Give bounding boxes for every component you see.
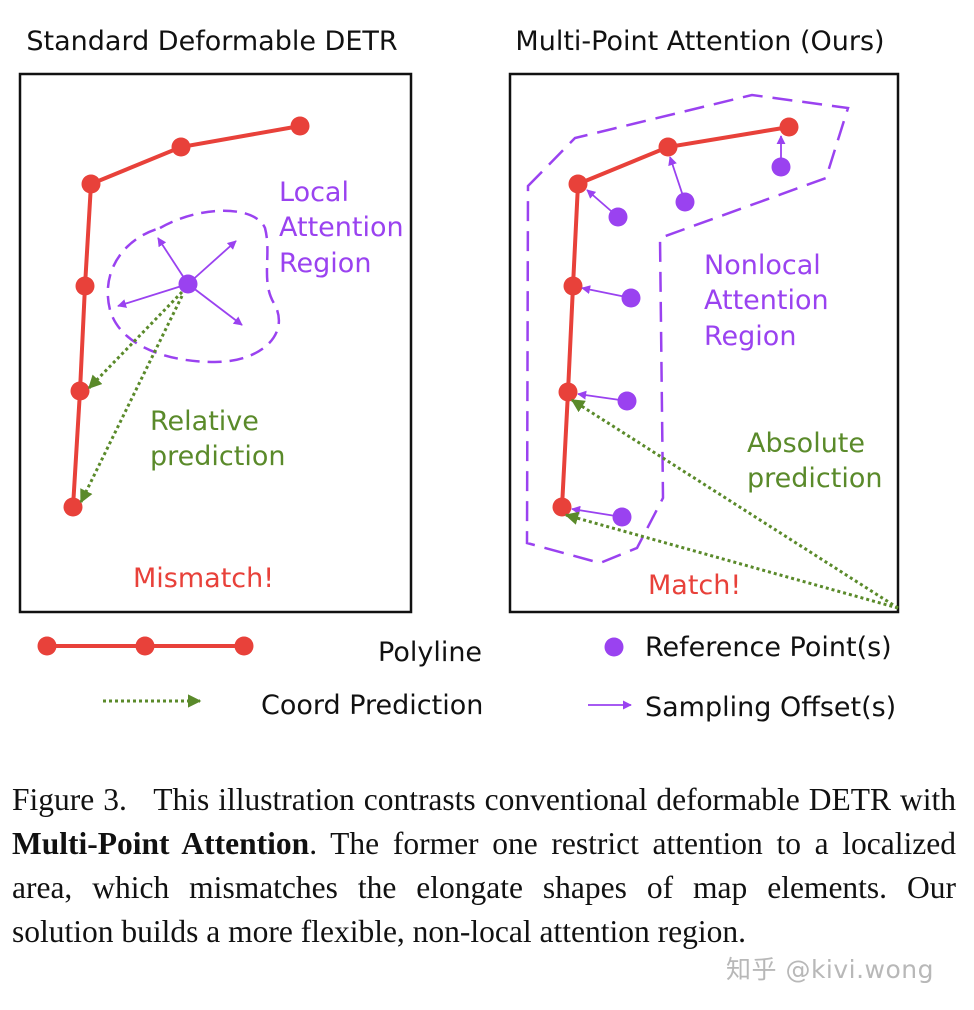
legend: Polyline Coord Prediction Reference Poin… [37,632,896,723]
caption-text-continued: . The former one restrict attention to a… [12,826,956,949]
right-reference-point [675,192,695,212]
legend-sampling-offsets-label: Sampling Offset(s) [645,692,896,723]
figure-diagram: Standard Deformable DETR Multi-Point Att… [18,26,900,723]
match-label: Match! [648,570,741,601]
figure-caption: Figure 3. This illustration contrasts co… [12,778,956,954]
legend-coord-prediction-label: Coord Prediction [261,690,483,721]
right-panel-title: Multi-Point Attention (Ours) [515,26,884,57]
right-reference-point [617,391,637,411]
left-polyline-vertex [81,174,101,194]
left-reference-point [178,274,198,294]
right-polyline [552,117,799,517]
left-polyline-vertex [70,381,90,401]
right-reference-points [608,157,791,527]
left-panel-frame [18,72,413,614]
left-polyline-vertex [63,497,83,517]
left-polyline-vertex [75,276,95,296]
legend-reference-point-swatch [604,637,624,657]
watermark: 知乎 @kivi.wong [726,955,935,984]
right-reference-point [608,207,628,227]
right-reference-point [771,157,791,177]
right-region-label: Nonlocal Attention Region [704,250,837,352]
right-polyline-vertex [568,174,588,194]
right-absolute-prediction-arrows [564,398,899,610]
legend-reference-points-label: Reference Point(s) [645,632,892,663]
right-reference-point [612,507,632,527]
caption-text: This illustration contrasts conventional… [153,782,956,817]
right-polyline-vertex [563,276,583,296]
right-panel-frame [508,72,900,614]
left-region-label: Local Attention Region [279,177,412,279]
right-prediction-label: Absolute prediction [747,428,882,494]
right-polyline-vertex [658,137,678,157]
mismatch-label: Mismatch! [133,563,274,594]
left-panel-title: Standard Deformable DETR [26,26,397,57]
legend-polyline-swatch [37,636,254,656]
left-prediction-label: Relative prediction [150,406,285,472]
left-attention-region [106,209,281,364]
legend-polyline-label: Polyline [378,637,482,668]
left-polyline [63,116,310,517]
left-polyline-vertex [290,116,310,136]
right-attention-region [525,93,850,565]
caption-bold-term: Multi-Point Attention [12,826,310,861]
caption-prefix: Figure 3. [12,782,127,817]
left-relative-prediction-arrows [79,290,184,504]
right-polyline-vertex [558,382,578,402]
right-polyline-vertex [552,497,572,517]
right-reference-point [621,288,641,308]
right-polyline-vertex [779,117,799,137]
left-polyline-vertex [171,137,191,157]
